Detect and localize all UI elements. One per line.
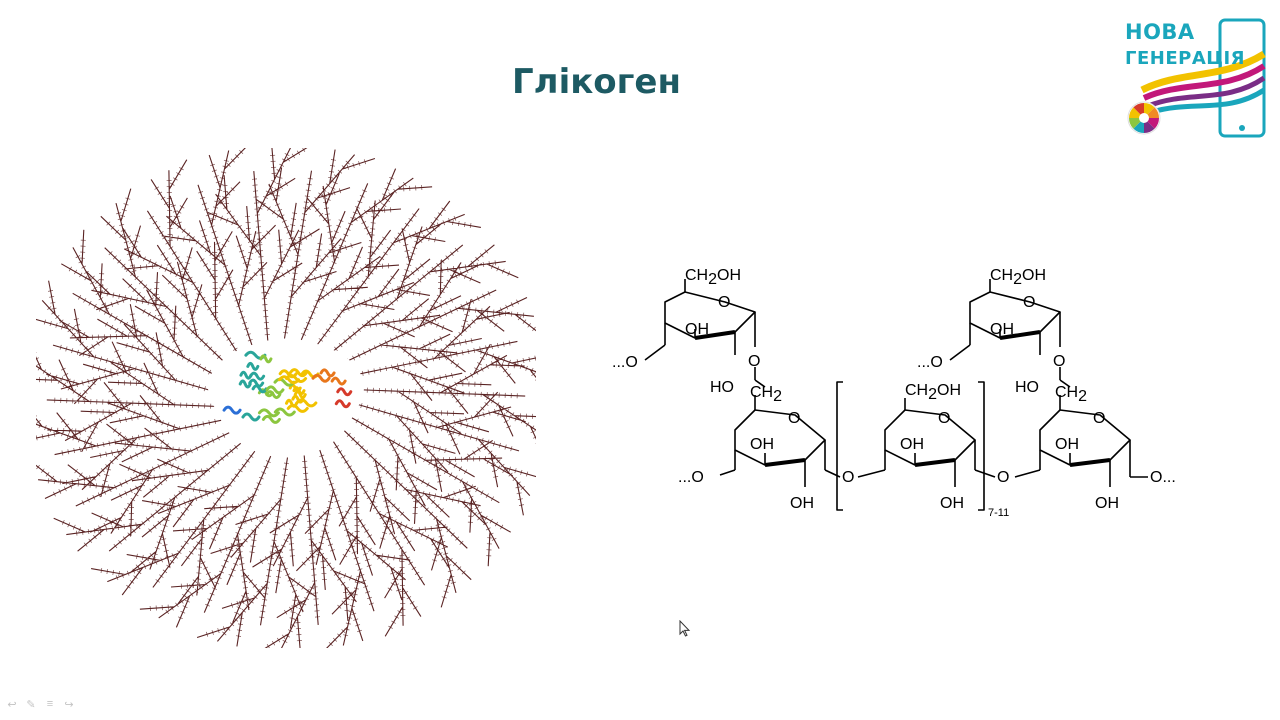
svg-text:O: O xyxy=(1093,410,1105,427)
arrow-right-icon[interactable]: ↪ xyxy=(64,699,74,711)
protein-ribbon-segment xyxy=(285,398,299,408)
svg-text:HO: HO xyxy=(710,379,734,396)
protein-ribbon-segment xyxy=(311,373,331,383)
protein-ribbon-segment xyxy=(293,390,307,400)
protein-ribbon-segment xyxy=(246,361,260,371)
svg-text:7-11: 7-11 xyxy=(988,507,1009,519)
protein-ribbon-segment xyxy=(273,377,296,387)
svg-text:O: O xyxy=(938,410,950,427)
protein-ribbon-segment xyxy=(238,379,252,389)
protein-ribbon-segment xyxy=(277,375,300,385)
protein-ribbon-segment xyxy=(261,414,281,424)
protein-ribbon-segment xyxy=(291,394,305,404)
svg-text:O...: O... xyxy=(1150,469,1176,486)
svg-text:OH: OH xyxy=(900,436,924,453)
svg-text:HO: HO xyxy=(1015,379,1039,396)
protein-ribbon-segment xyxy=(259,354,273,364)
logo-graphic xyxy=(1127,18,1266,138)
svg-text:O: O xyxy=(1023,294,1035,311)
svg-text:...O: ...O xyxy=(917,354,943,371)
mouse-cursor-icon xyxy=(679,620,691,637)
slide-controls: ↩ ✎ ≡ ↪ xyxy=(6,698,75,711)
formula-labels: CH2OH O OH ...O HO O CH2 CH2OH O OH ...O… xyxy=(612,267,1176,519)
svg-text:CH2OH: CH2OH xyxy=(685,267,741,288)
glycogen-structural-formula: CH2OH O OH ...O HO O CH2 CH2OH O OH ...O… xyxy=(612,267,1176,519)
protein-ribbon-segment xyxy=(222,405,242,415)
svg-text:CH2OH: CH2OH xyxy=(990,267,1046,288)
glycogen-branches xyxy=(36,148,536,648)
protein-ribbon-segment xyxy=(265,390,282,400)
svg-text:O: O xyxy=(1053,353,1065,370)
svg-text:O: O xyxy=(718,294,730,311)
glycogenin-protein-core xyxy=(208,340,364,436)
protein-ribbon-segment xyxy=(239,370,253,380)
svg-text:CH2: CH2 xyxy=(750,384,782,405)
protein-ribbon-segment xyxy=(336,387,353,397)
menu-icon[interactable]: ≡ xyxy=(46,698,54,710)
svg-text:CH2OH: CH2OH xyxy=(905,382,961,403)
arrow-left-icon[interactable]: ↩ xyxy=(7,699,17,711)
protein-ribbon-segment xyxy=(286,403,309,413)
svg-text:OH: OH xyxy=(685,321,709,338)
svg-text:OH: OH xyxy=(940,495,964,512)
protein-core-background xyxy=(208,340,364,436)
protein-ribbon-segment xyxy=(249,371,266,381)
svg-text:OH: OH xyxy=(1055,436,1079,453)
protein-ribbon-segment xyxy=(334,399,351,409)
svg-text:O: O xyxy=(842,469,854,486)
glycogen-branch-ticks xyxy=(36,148,536,648)
svg-text:O: O xyxy=(997,469,1009,486)
protein-ribbon-segment xyxy=(273,407,296,417)
slide-title: Глікоген xyxy=(512,62,681,102)
pen-icon[interactable]: ✎ xyxy=(26,699,36,711)
protein-ribbon-segment xyxy=(285,374,308,384)
protein-ribbon-segment xyxy=(330,376,347,386)
svg-text:O: O xyxy=(748,353,760,370)
svg-text:OH: OH xyxy=(990,321,1014,338)
protein-ribbon-segment xyxy=(241,412,261,422)
logo-text-line1: НОВА xyxy=(1125,20,1195,44)
protein-ribbon-segment xyxy=(265,385,285,395)
protein-ribbon-segment xyxy=(319,368,336,378)
protein-ribbon-segment xyxy=(248,378,265,388)
protein-ribbon-segment xyxy=(251,384,268,394)
glycogen-branch-chains xyxy=(36,148,536,648)
glycogen-molecule-illustration xyxy=(36,148,536,648)
logo: НОВА ГЕНЕРАЦІЯ xyxy=(1112,14,1270,140)
protein-ribbon-segment xyxy=(288,368,308,378)
logo-text-line2: ГЕНЕРАЦІЯ xyxy=(1125,48,1246,69)
svg-text:OH: OH xyxy=(750,436,774,453)
svg-text:...O: ...O xyxy=(612,354,638,371)
protein-ribbon-segment xyxy=(257,408,280,418)
svg-text:O: O xyxy=(788,410,800,427)
svg-text:OH: OH xyxy=(1095,495,1119,512)
svg-text:OH: OH xyxy=(790,495,814,512)
svg-text:...O: ...O xyxy=(678,469,704,486)
svg-text:CH2: CH2 xyxy=(1055,384,1087,405)
